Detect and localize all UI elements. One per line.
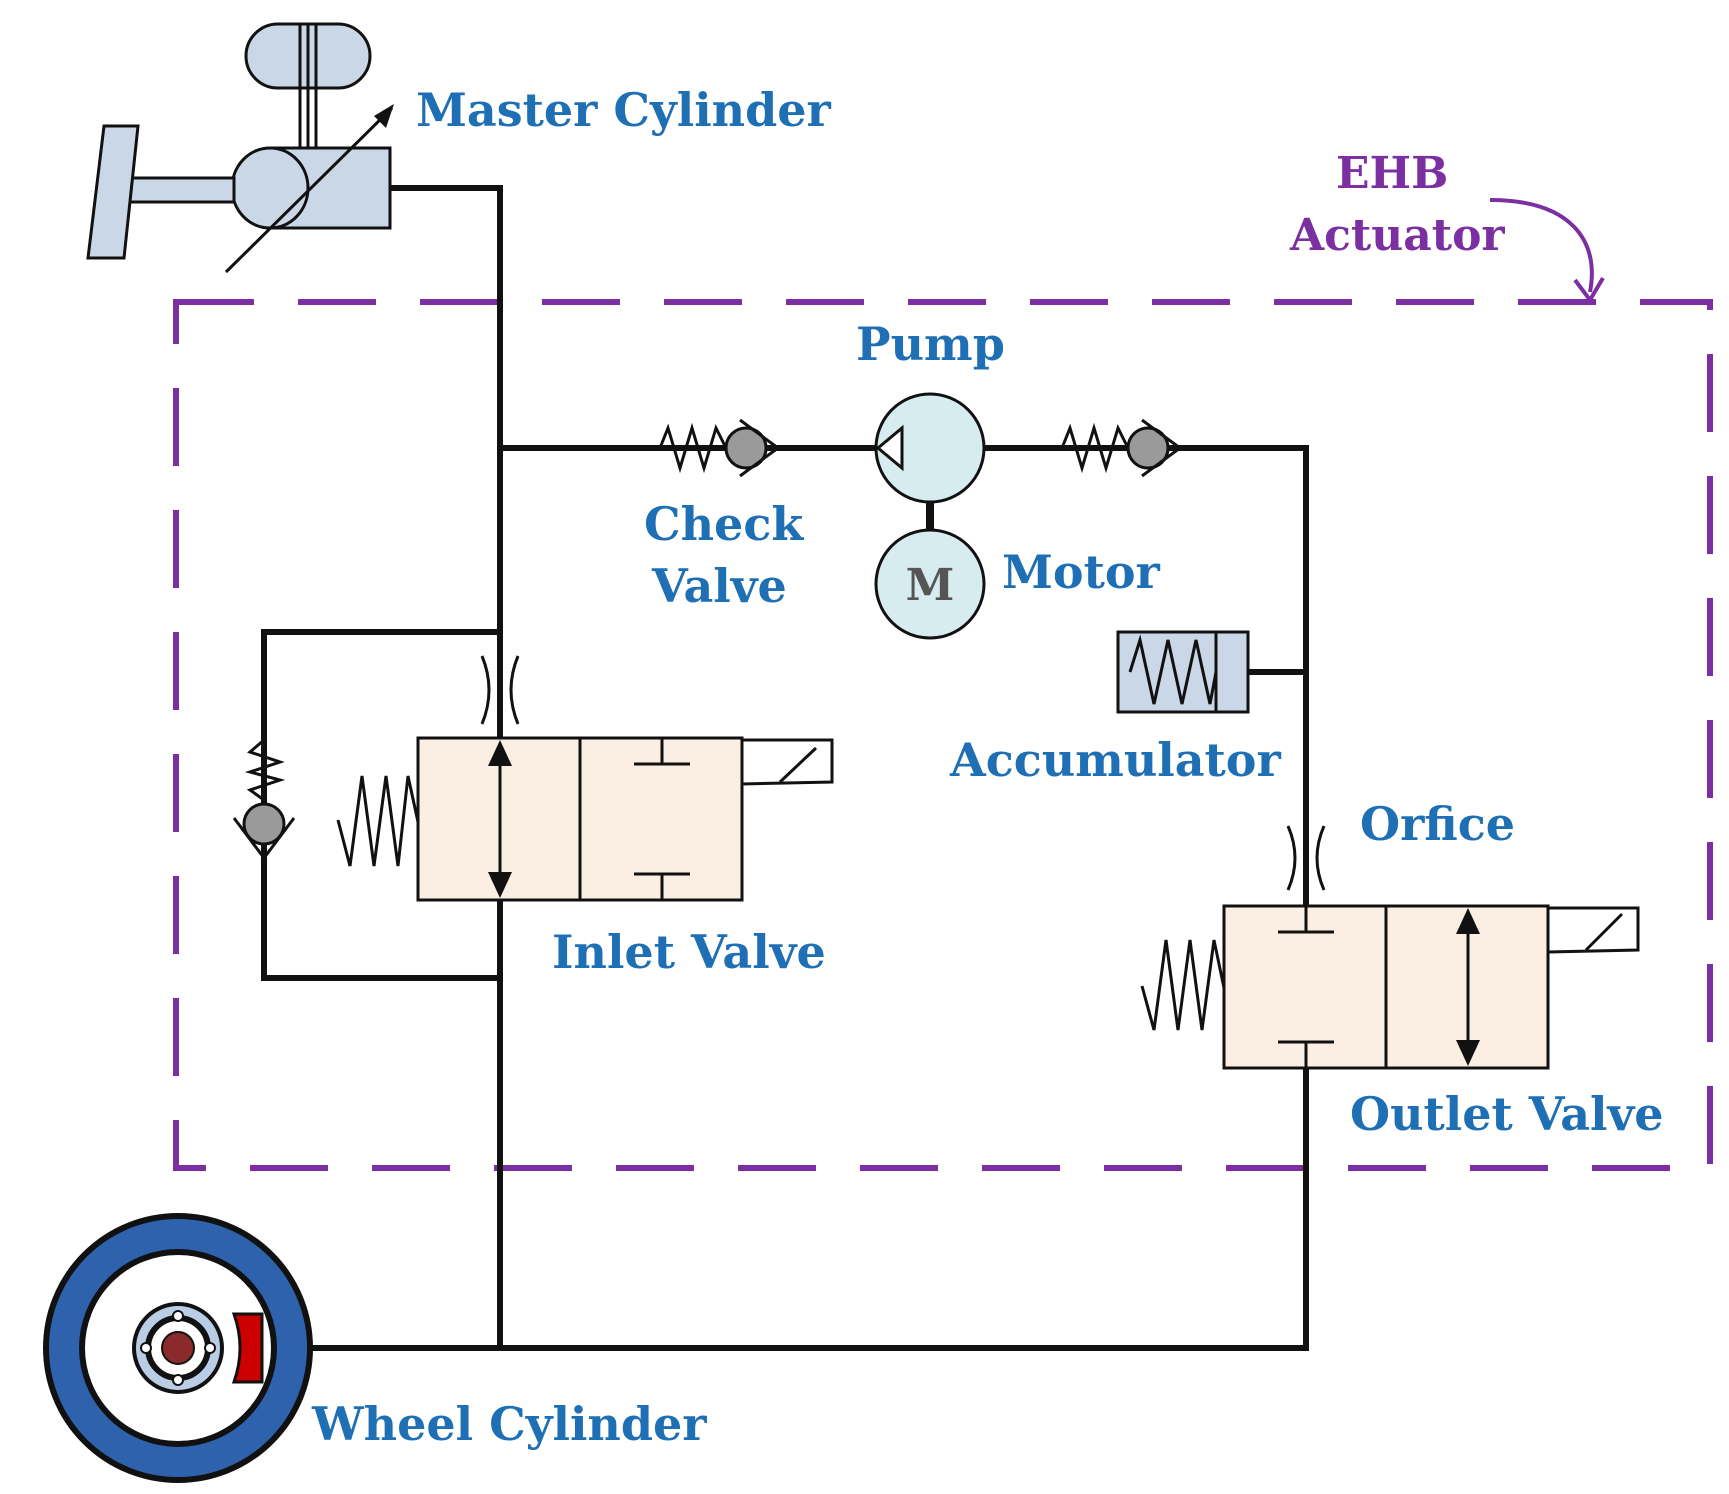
outlet-valve-orifice: [1286, 825, 1326, 891]
motor-m-symbol: M: [906, 560, 955, 611]
check-valve-label-line2: Valve: [651, 559, 787, 613]
master-cylinder: [86, 22, 394, 274]
check-valve-left: [658, 418, 781, 478]
wheel-cylinder-label: Wheel Cylinder: [311, 1397, 707, 1451]
ehb-pointer-arrowhead: [1573, 276, 1605, 304]
ehb-pointer-arrow: [1489, 198, 1594, 293]
ehb-actuator-boundary: [173, 299, 1713, 1171]
check-valve-label-line1: Check: [644, 497, 804, 551]
accumulator-symbol: [1116, 630, 1250, 714]
wheel-cylinder-symbol: [43, 1213, 313, 1483]
motor-symbol: M: [874, 528, 986, 640]
inlet-valve-orifice: [480, 655, 520, 725]
accumulator-label: Accumulator: [949, 733, 1281, 787]
outlet-valve-label: Outlet Valve: [1350, 1087, 1664, 1141]
bypass-check-valve: [232, 738, 296, 861]
pump-label: Pump: [856, 317, 1005, 371]
master-cylinder-label: Master Cylinder: [416, 83, 832, 137]
orifice-label: Orfice: [1360, 797, 1515, 851]
inlet-valve-label: Inlet Valve: [552, 925, 826, 979]
motor-label: Motor: [1002, 545, 1161, 599]
pump-symbol: [874, 392, 986, 504]
ehb-label-line1: EHB: [1336, 148, 1448, 199]
inlet-valve-symbol: [336, 736, 834, 902]
ehb-label-line2: Actuator: [1289, 210, 1505, 261]
outlet-valve-symbol: [1140, 904, 1640, 1070]
check-valve-right: [1060, 418, 1183, 478]
